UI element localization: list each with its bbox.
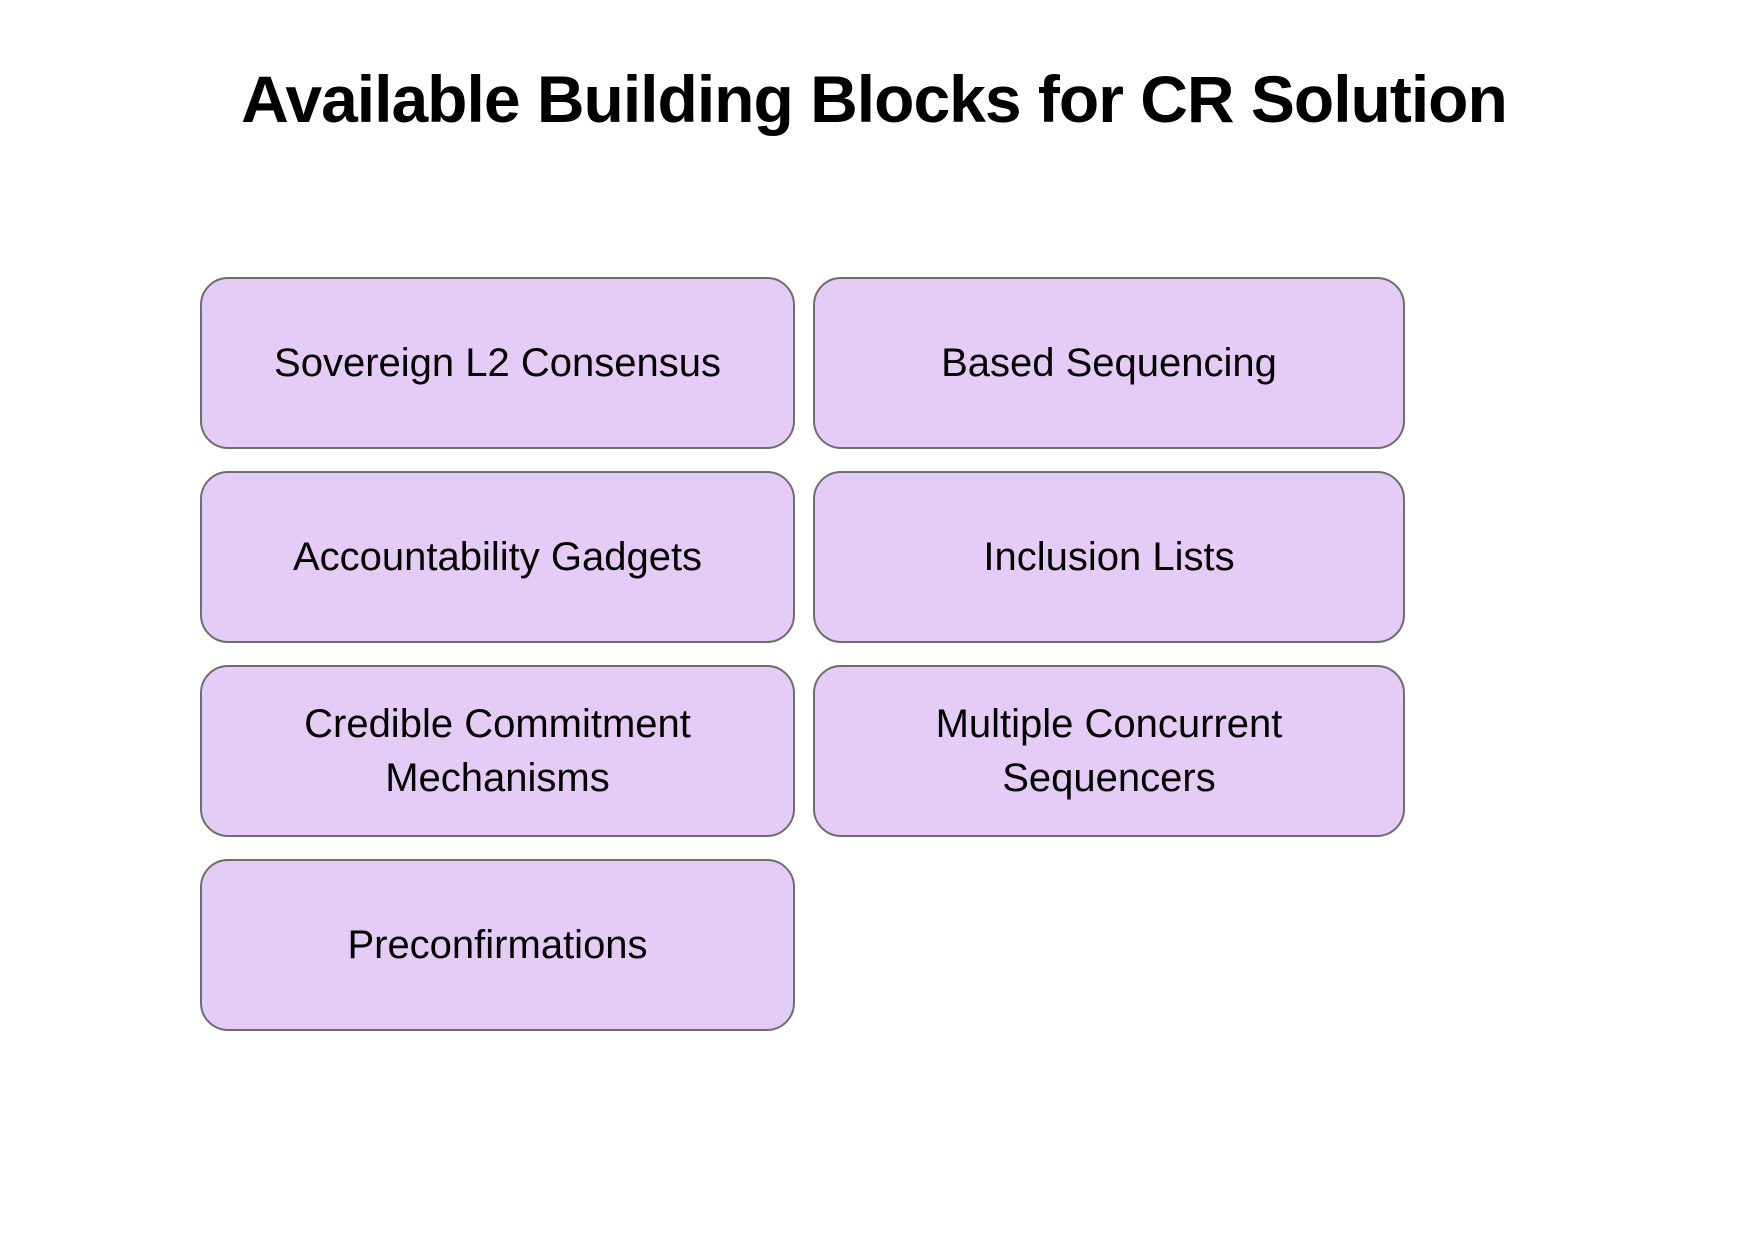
block-label: Accountability Gadgets: [292, 535, 703, 579]
block-accountability-gadgets: Accountability Gadgets: [200, 471, 795, 643]
block-label: Based Sequencing: [941, 341, 1277, 385]
slide-title: Available Building Blocks for CR Solutio…: [241, 62, 1508, 136]
block-inclusion-lists: Inclusion Lists: [813, 471, 1405, 643]
block-label: Inclusion Lists: [983, 535, 1235, 579]
block-label: Multiple Concurrent Sequencers: [935, 702, 1283, 800]
block-credible-commitment-mechanisms: Credible Commitment Mechanisms: [200, 665, 795, 837]
block-label: Preconfirmations: [347, 923, 648, 967]
block-based-sequencing: Based Sequencing: [813, 277, 1405, 449]
block-multiple-concurrent-sequencers: Multiple Concurrent Sequencers: [813, 665, 1405, 837]
block-label: Sovereign L2 Consensus: [274, 341, 721, 385]
block-label: Credible Commitment Mechanisms: [304, 702, 691, 800]
block-preconfirmations: Preconfirmations: [200, 859, 795, 1031]
block-sovereign-l2-consensus: Sovereign L2 Consensus: [200, 277, 795, 449]
building-blocks-grid: Sovereign L2 Consensus Based Sequencing …: [200, 277, 1405, 1031]
